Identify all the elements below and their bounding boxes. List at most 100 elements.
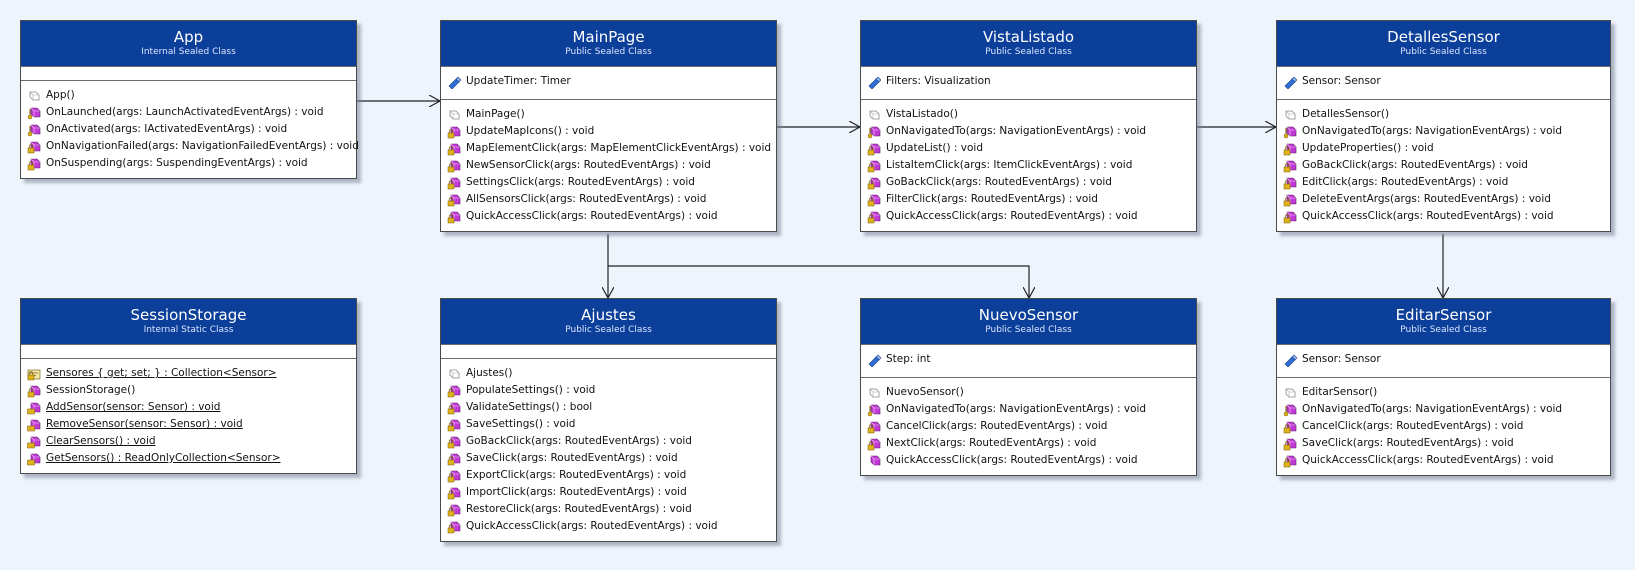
class-stereotype: Internal Sealed Class <box>141 47 236 57</box>
class-name: App <box>173 28 204 46</box>
method-member-text: SaveClick(args: RoutedEventArgs) : void <box>1302 437 1514 449</box>
method-member-text: OnNavigationFailed(args: NavigationFaile… <box>46 140 359 152</box>
method-member-text: CancelClick(args: RoutedEventArgs) : voi… <box>1302 420 1524 432</box>
field-member: Sensor: Sensor <box>1277 351 1610 368</box>
fields-section: Filters: Visualization <box>861 66 1196 99</box>
internal-method-icon <box>27 452 41 466</box>
field-icon <box>447 75 461 89</box>
method-member: ListaItemClick(args: ItemClickEventArgs)… <box>861 157 1196 174</box>
field-member: Step: int <box>861 351 1196 368</box>
fields-section <box>21 66 356 80</box>
protected-method-icon <box>1283 125 1297 139</box>
private-method-icon <box>447 520 461 534</box>
method-member-text: ImportClick(args: RoutedEventArgs) : voi… <box>466 486 687 498</box>
method-member-text: QuickAccessClick(args: RoutedEventArgs) … <box>886 454 1138 466</box>
method-member: Sensores { get; set; } : Collection<Sens… <box>21 365 356 382</box>
private-method-icon <box>447 469 461 483</box>
private-method-icon <box>1283 142 1297 156</box>
method-member-text: UpdateMapIcons() : void <box>466 125 595 137</box>
class-stereotype: Internal Static Class <box>143 325 234 335</box>
method-member: AddSensor(sensor: Sensor) : void <box>21 399 356 416</box>
method-member: FilterClick(args: RoutedEventArgs) : voi… <box>861 191 1196 208</box>
protected-method-icon <box>27 123 41 137</box>
class-name: EditarSensor <box>1395 306 1492 324</box>
private-method-icon <box>447 401 461 415</box>
method-member-text: ValidateSettings() : bool <box>466 401 593 413</box>
method-member: SessionStorage() <box>21 382 356 399</box>
method-member-text: OnActivated(args: IActivatedEventArgs) :… <box>46 123 288 135</box>
constructor-icon <box>1283 386 1297 400</box>
method-member-text: EditarSensor() <box>1302 386 1378 398</box>
class-name: Ajustes <box>581 306 636 324</box>
constructor-icon <box>1283 108 1297 122</box>
class-stereotype: Public Sealed Class <box>985 47 1072 57</box>
method-member-text: DeleteEventArgs(args: RoutedEventArgs) :… <box>1302 193 1551 205</box>
private-method-icon <box>1283 437 1297 451</box>
fields-section: Step: int <box>861 344 1196 377</box>
class-stereotype: Public Sealed Class <box>1400 325 1487 335</box>
field-member-text: Step: int <box>886 353 931 365</box>
method-member: GoBackClick(args: RoutedEventArgs) : voi… <box>861 174 1196 191</box>
property-icon <box>27 367 41 381</box>
method-member-text: OnNavigatedTo(args: NavigationEventArgs)… <box>1302 403 1563 415</box>
method-member-text: QuickAccessClick(args: RoutedEventArgs) … <box>466 520 718 532</box>
method-member-text: SaveClick(args: RoutedEventArgs) : void <box>466 452 678 464</box>
method-member: QuickAccessClick(args: RoutedEventArgs) … <box>1277 452 1610 469</box>
method-member-text: GoBackClick(args: RoutedEventArgs) : voi… <box>1302 159 1528 171</box>
field-icon <box>1283 75 1297 89</box>
private-method-icon <box>1283 159 1297 173</box>
method-member: MainPage() <box>441 106 776 123</box>
field-member: Filters: Visualization <box>861 73 1196 90</box>
method-member-text: UpdateProperties() : void <box>1302 142 1434 154</box>
class-name: DetallesSensor <box>1387 28 1500 46</box>
methods-section: NuevoSensor()OnNavigatedTo(args: Navigat… <box>861 377 1196 475</box>
method-member: OnNavigatedTo(args: NavigationEventArgs)… <box>1277 123 1610 140</box>
field-member-text: Sensor: Sensor <box>1302 353 1381 365</box>
method-member-text: OnLaunched(args: LaunchActivatedEventArg… <box>46 106 324 118</box>
method-member-text: ListaItemClick(args: ItemClickEventArgs)… <box>886 159 1133 171</box>
method-member-text: AllSensorsClick(args: RoutedEventArgs) :… <box>466 193 707 205</box>
method-member: ExportClick(args: RoutedEventArgs) : voi… <box>441 467 776 484</box>
method-member-text: RemoveSensor(sensor: Sensor) : void <box>46 418 243 430</box>
method-member-text: GetSensors() : ReadOnlyCollection<Sensor… <box>46 452 281 464</box>
method-member: SaveClick(args: RoutedEventArgs) : void <box>1277 435 1610 452</box>
private-method-icon <box>447 125 461 139</box>
method-member: SettingsClick(args: RoutedEventArgs) : v… <box>441 174 776 191</box>
internal-method-icon <box>27 418 41 432</box>
field-member: Sensor: Sensor <box>1277 73 1610 90</box>
private-method-icon <box>447 435 461 449</box>
fields-section <box>441 344 776 358</box>
private-method-icon <box>867 210 881 224</box>
method-member-text: QuickAccessClick(args: RoutedEventArgs) … <box>466 210 718 222</box>
method-member: App() <box>21 87 356 104</box>
method-member: OnNavigatedTo(args: NavigationEventArgs)… <box>1277 401 1610 418</box>
method-member-text: EditClick(args: RoutedEventArgs) : void <box>1302 176 1509 188</box>
method-member: AllSensorsClick(args: RoutedEventArgs) :… <box>441 191 776 208</box>
method-member: CancelClick(args: RoutedEventArgs) : voi… <box>861 418 1196 435</box>
method-member: GoBackClick(args: RoutedEventArgs) : voi… <box>1277 157 1610 174</box>
method-member: GetSensors() : ReadOnlyCollection<Sensor… <box>21 450 356 467</box>
method-member: OnNavigationFailed(args: NavigationFaile… <box>21 138 359 155</box>
private-method-icon <box>1283 176 1297 190</box>
constructor-icon <box>867 108 881 122</box>
class-stereotype: Public Sealed Class <box>565 47 652 57</box>
method-member-text: NuevoSensor() <box>886 386 964 398</box>
method-member: ClearSensors() : void <box>21 433 356 450</box>
protected-method-icon <box>27 106 41 120</box>
field-member-text: UpdateTimer: Timer <box>466 75 571 87</box>
protected-method-icon <box>867 403 881 417</box>
